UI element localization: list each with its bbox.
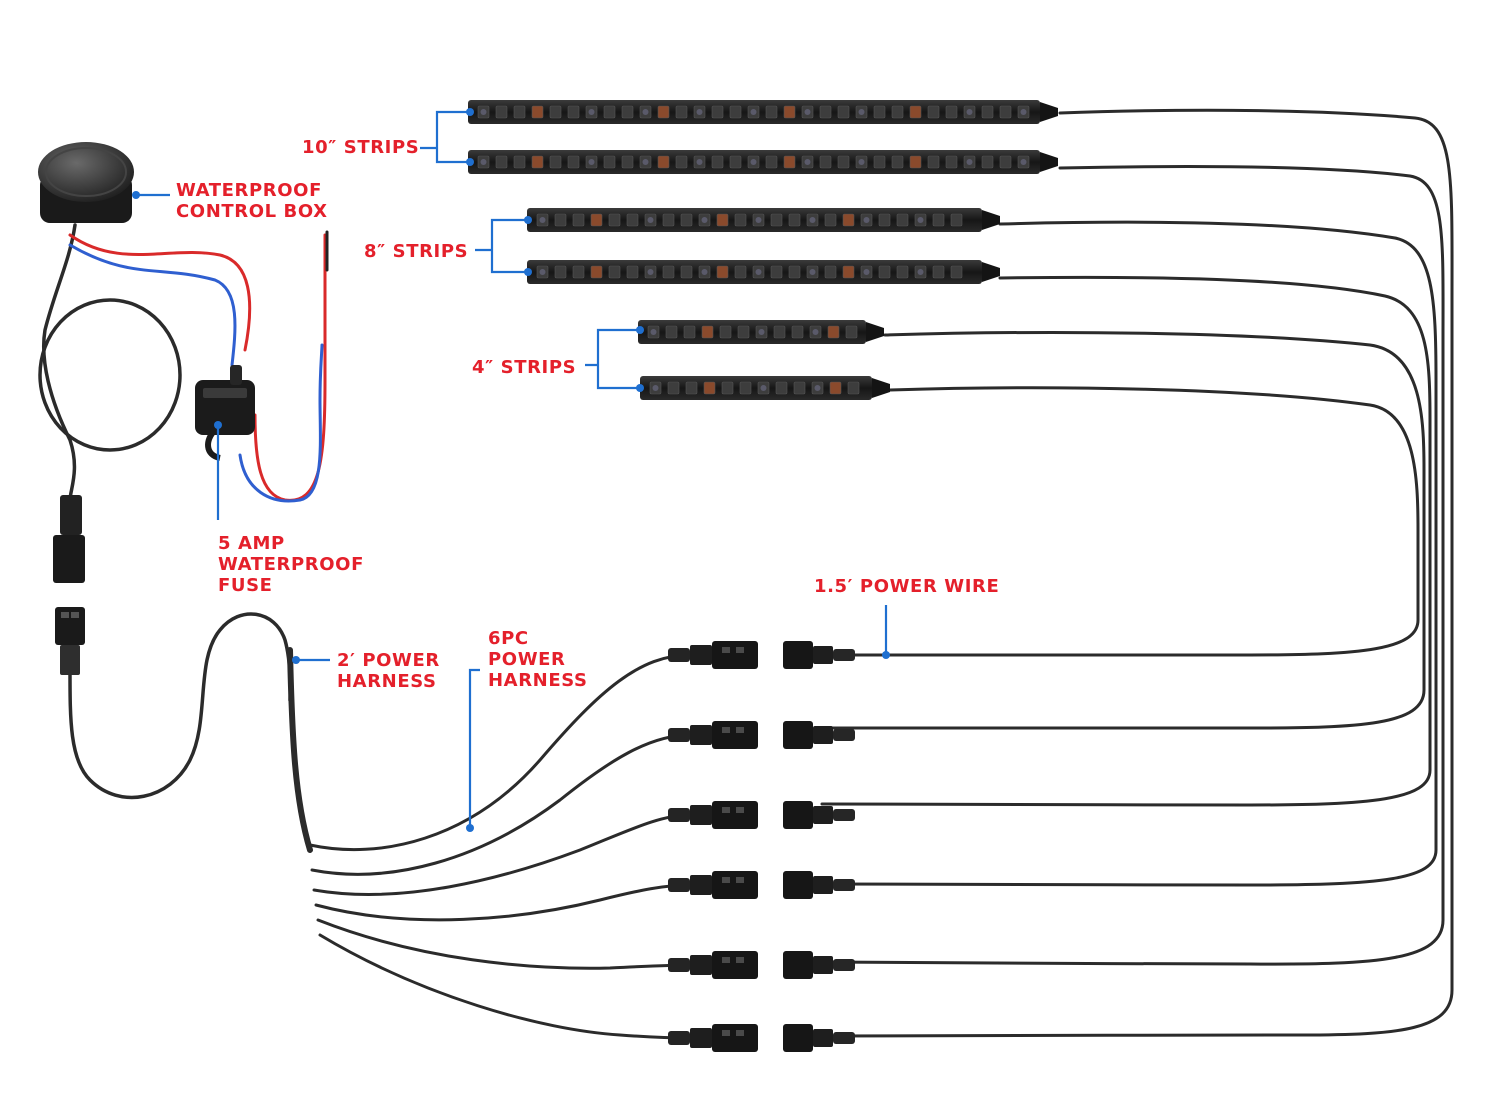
branch-2 [310, 733, 722, 876]
leader-dots [132, 108, 890, 832]
label-power-wire: 1.5′ POWER WIRE [814, 576, 1000, 597]
dot-strip-8b [524, 268, 532, 276]
label-fuse: 5 AMP WATERPROOF FUSE [218, 533, 364, 596]
label-6pc-harness-line2: POWER [488, 649, 566, 670]
branch-1 [308, 653, 722, 852]
dot-2ft-harness [292, 656, 300, 664]
control-cable [38, 223, 182, 583]
strip-8in-b [527, 260, 1000, 284]
label-control-box-line1: WATERPROOF [176, 180, 322, 201]
leader-6pc-harness [468, 668, 480, 828]
label-2ft-harness: 2′ POWER HARNESS [337, 650, 440, 692]
wire-connector-1 [783, 641, 855, 669]
dot-strip-10a [466, 108, 474, 116]
label-6pc-harness-line3: HARNESS [488, 670, 588, 691]
label-fuse-line2: WATERPROOF [218, 554, 364, 575]
strip-8in-a [527, 208, 1000, 232]
harness-connector-1 [668, 641, 758, 669]
cable-strip-10-a [820, 108, 1454, 1038]
label-fuse-line1: 5 AMP [218, 533, 285, 554]
cable-strip-8-a [820, 220, 1438, 887]
harness-connector-2 [668, 721, 758, 749]
wire-connector-6 [783, 1024, 855, 1052]
dot-strip-10b [466, 158, 474, 166]
dot-6pc-harness [466, 824, 474, 832]
harness-trunk [287, 647, 313, 853]
leader-strips-4 [585, 328, 640, 390]
label-2ft-harness-line1: 2′ POWER [337, 650, 440, 671]
cable-strip-10-b [820, 165, 1445, 966]
harness-connector-6 [668, 1024, 758, 1052]
dot-strip-4a [636, 326, 644, 334]
harness-plug [55, 607, 85, 675]
led-strips [468, 100, 1058, 400]
dot-strip-4b [636, 384, 644, 392]
power-leads [68, 230, 329, 503]
harness-6pc-branches [287, 647, 722, 1040]
cable-strip-8-b [820, 275, 1432, 807]
strip-4in-b [640, 376, 890, 400]
dot-control-box [132, 191, 140, 199]
label-4in-strips: 4″ STRIPS [472, 357, 577, 378]
label-8in-strips: 8″ STRIPS [364, 241, 469, 262]
branch-6 [318, 933, 722, 1040]
dot-power-wire [882, 651, 890, 659]
leader-strips-10 [420, 110, 470, 164]
wire-connector-3 [783, 801, 855, 829]
blue-lead-long [238, 343, 324, 503]
branch-4 [314, 883, 722, 922]
cable-strip-4-a [820, 330, 1426, 730]
strip-10in-a [468, 100, 1058, 124]
blue-lead [68, 243, 237, 367]
strip-10in-b [468, 150, 1058, 174]
leader-lines [136, 110, 888, 828]
leader-strips-8 [475, 218, 528, 274]
cable-strip-4-b [820, 386, 1420, 657]
wire-connector-5 [783, 951, 855, 979]
red-lead [68, 233, 252, 352]
label-control-box-line2: CONTROL BOX [176, 201, 328, 222]
strip-cables [820, 108, 1454, 1038]
control-box-icon [38, 142, 134, 223]
branch-3 [312, 813, 722, 896]
wire-connector-2 [783, 721, 855, 749]
label-6pc-harness-line1: 6PC [488, 628, 529, 649]
connectors [668, 641, 855, 1052]
harness-connector-5 [668, 951, 758, 979]
harness-connector-3 [668, 801, 758, 829]
dot-strip-8a [524, 216, 532, 224]
strip-4in-a [638, 320, 884, 344]
harness-connector-4 [668, 871, 758, 899]
label-fuse-line3: FUSE [218, 575, 273, 596]
label-2ft-harness-line2: HARNESS [337, 671, 437, 692]
harness-2ft [68, 612, 293, 800]
label-10in-strips: 10″ STRIPS [302, 137, 420, 158]
label-control-box: WATERPROOF CONTROL BOX [176, 180, 328, 222]
branch-5 [316, 918, 722, 970]
dot-fuse [214, 421, 222, 429]
fuse-holder-icon [195, 365, 255, 461]
label-6pc-harness: 6PC POWER HARNESS [488, 628, 588, 691]
red-lead-long [253, 233, 327, 502]
wire-connector-4 [783, 871, 855, 899]
